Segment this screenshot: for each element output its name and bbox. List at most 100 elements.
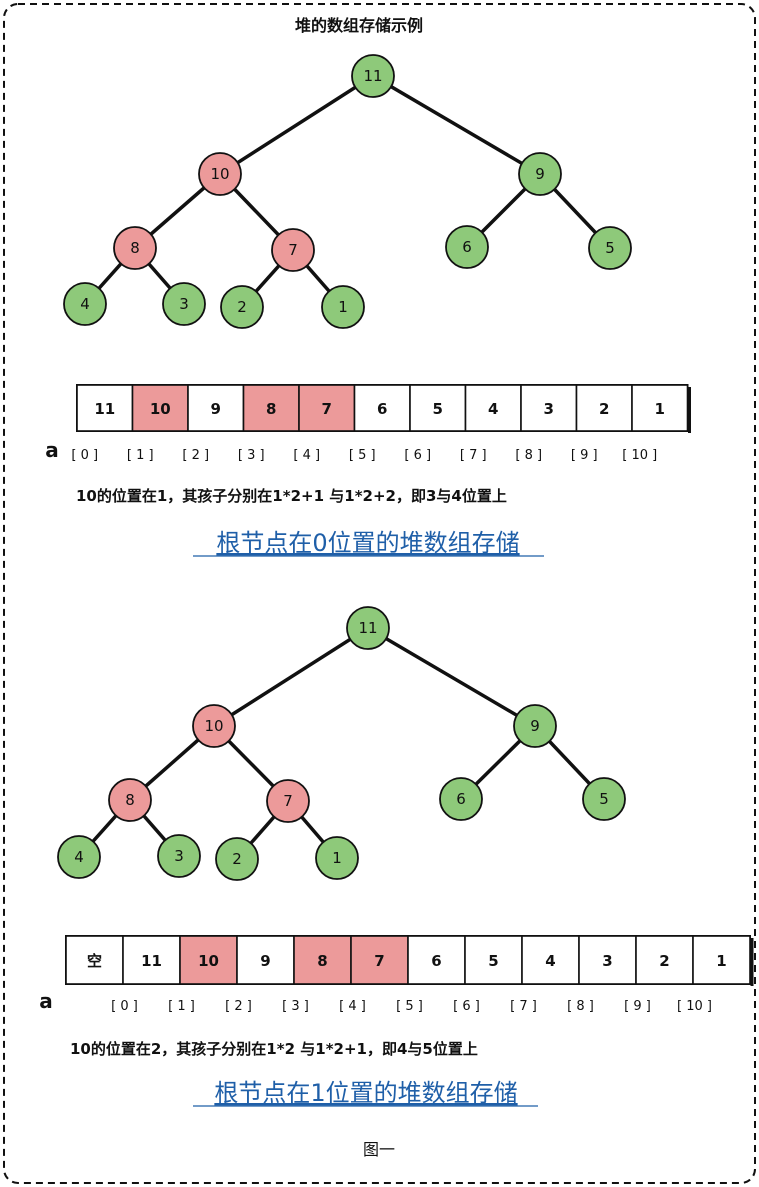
- tree-node-6: 6: [439, 777, 483, 821]
- array-index-label: [ 5 ]: [349, 448, 376, 463]
- tree-node-label: 7: [283, 792, 293, 810]
- tree-node-circle: [321, 285, 365, 329]
- tree-node-circle: [113, 226, 157, 270]
- array-cell-value: 11: [94, 400, 115, 418]
- array-cell: 7: [350, 935, 409, 985]
- array-cell-value: 3: [544, 400, 554, 418]
- array-index-label: [ 1 ]: [168, 999, 195, 1014]
- array-index-label: [ 6 ]: [404, 448, 431, 463]
- tree-node-circle: [271, 228, 315, 272]
- tree-node-label: 10: [204, 717, 223, 735]
- array-index-label: [ 8 ]: [515, 448, 542, 463]
- array-cell-value: 7: [374, 952, 384, 970]
- array-cell-value: 2: [599, 400, 609, 418]
- tree-node-circle: [518, 152, 562, 196]
- array-cell: 10: [179, 935, 238, 985]
- tree-node-8: 8: [108, 778, 152, 822]
- tree-node-2: 2: [220, 285, 264, 329]
- array-cell: 4: [521, 935, 580, 985]
- tree-node-circle: [582, 777, 626, 821]
- array-cell-value: 2: [659, 952, 669, 970]
- tree-node-label: 2: [232, 850, 242, 868]
- array-cell-value: 11: [141, 952, 162, 970]
- tree-edge-n11-n9: [367, 626, 536, 728]
- array-cell: 4: [464, 384, 522, 432]
- array-cell: 8: [293, 935, 352, 985]
- array-cell: 5: [464, 935, 523, 985]
- tree-node-circle: [351, 54, 395, 98]
- tree-node-label: 2: [237, 298, 247, 316]
- tree-node-1: 1: [321, 285, 365, 329]
- tree-node-circle: [157, 834, 201, 878]
- tree-node-7: 7: [271, 228, 315, 272]
- tree-node-label: 1: [338, 298, 348, 316]
- page-title: 堆的数组存储示例: [295, 16, 423, 35]
- array-cell-box: [635, 935, 694, 985]
- tree-node-7: 7: [266, 779, 310, 823]
- array-index-label: [ 7 ]: [510, 999, 537, 1014]
- tree-node-circle: [346, 606, 390, 650]
- array-index-label: [ 3 ]: [238, 448, 265, 463]
- array-cell: 9: [236, 935, 295, 985]
- array-index-label: [ 2 ]: [182, 448, 209, 463]
- tree-node-5: 5: [588, 226, 632, 270]
- array-cell-box: [298, 384, 356, 432]
- array-cell-value: 1: [655, 400, 665, 418]
- array-index-label: [ 3 ]: [282, 999, 309, 1014]
- array-name-label: a: [45, 438, 59, 462]
- tree-node-label: 3: [174, 847, 184, 865]
- tree-node-3: 3: [162, 282, 206, 326]
- array-cell-value: 8: [317, 952, 327, 970]
- dashed-border: [3, 3, 756, 1184]
- tree-node-8: 8: [113, 226, 157, 270]
- tree-node-label: 11: [363, 67, 382, 85]
- array-cell-value: 9: [260, 952, 270, 970]
- tree-node-label: 8: [130, 239, 140, 257]
- tree-node-1: 1: [315, 836, 359, 880]
- array-cell: 5: [409, 384, 467, 432]
- array-cell: 2: [575, 384, 633, 432]
- tree-node-circle: [588, 226, 632, 270]
- array-cell-box: [179, 935, 238, 985]
- array-cell: 11: [76, 384, 134, 432]
- array-cell-value: 5: [433, 400, 443, 418]
- tree-node-10: 10: [192, 704, 236, 748]
- array-cell: 7: [298, 384, 356, 432]
- array-index-label: [ 9 ]: [571, 448, 598, 463]
- array-index-label: [ 5 ]: [396, 999, 423, 1014]
- array-cell: 10: [131, 384, 189, 432]
- tree-edge-n11-n10: [213, 626, 369, 728]
- tree-node-circle: [162, 282, 206, 326]
- array-cell-value: 1: [716, 952, 726, 970]
- tree-edge-n11-n9: [372, 74, 541, 176]
- tree-node-label: 8: [125, 791, 135, 809]
- array-index-label: [ 4 ]: [293, 448, 320, 463]
- array-cell-box: [521, 935, 580, 985]
- tree-node-9: 9: [513, 704, 557, 748]
- array-cell: 1: [692, 935, 751, 985]
- array-cell-value: 10: [198, 952, 219, 970]
- tree-node-label: 4: [74, 848, 84, 866]
- array-index-label: [ 8 ]: [567, 999, 594, 1014]
- array-cell: 6: [353, 384, 411, 432]
- note-2: 10的位置在2，其孩子分别在1*2 与1*2+1，即4与5位置上: [70, 1040, 478, 1058]
- tree-node-label: 4: [80, 295, 90, 313]
- tree-node-5: 5: [582, 777, 626, 821]
- array-cell: 1: [631, 384, 689, 432]
- array-cell-value: 空: [87, 952, 102, 970]
- array-cell-value: 6: [431, 952, 441, 970]
- array-cell-value: 6: [377, 400, 387, 418]
- array-name-label: a: [39, 989, 53, 1013]
- array-cell-box: [409, 384, 467, 432]
- caption-1: 根节点在0位置的堆数组存储: [216, 529, 519, 557]
- array-cell-value: 9: [211, 400, 221, 418]
- tree-node-label: 5: [599, 790, 609, 808]
- tree-node-9: 9: [518, 152, 562, 196]
- array-cell-box: [242, 384, 300, 432]
